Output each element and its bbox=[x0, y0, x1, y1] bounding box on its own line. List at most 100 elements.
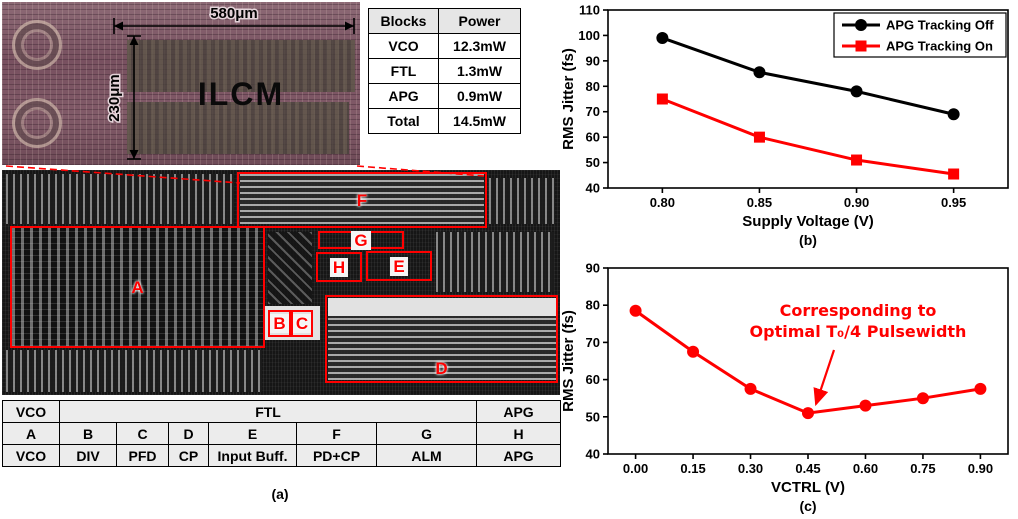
y-tick-label: 100 bbox=[578, 28, 600, 43]
x-tick-label: 0.90 bbox=[968, 461, 993, 476]
region-box-b: B bbox=[268, 310, 291, 337]
table-cell: H bbox=[476, 422, 562, 445]
region-label: D bbox=[435, 359, 448, 378]
table-cell: E bbox=[208, 422, 297, 445]
y-tick-label: 50 bbox=[586, 155, 600, 170]
x-tick-label: 0.80 bbox=[650, 195, 675, 210]
height-dimension-label: 230μm bbox=[106, 74, 123, 122]
die-photo-main: A B C D E F G H bbox=[2, 170, 560, 395]
x-tick-label: 0.45 bbox=[795, 461, 820, 476]
x-tick-label: 0.85 bbox=[747, 195, 772, 210]
table-cell: APG bbox=[476, 400, 562, 423]
data-marker bbox=[629, 304, 642, 317]
table-cell: D bbox=[168, 422, 209, 445]
table-cell: PD+CP bbox=[296, 444, 377, 467]
legend-marker bbox=[855, 40, 867, 52]
table-cell: CP bbox=[168, 444, 209, 467]
table-cell: VCO bbox=[2, 400, 60, 423]
table-cell: 14.5mW bbox=[438, 108, 521, 134]
chart-annotation-text: Corresponding to bbox=[780, 301, 937, 320]
y-tick-label: 90 bbox=[586, 261, 600, 276]
data-marker bbox=[916, 392, 929, 405]
width-dimension-label: 580μm bbox=[210, 5, 258, 22]
panel-label: (b) bbox=[799, 232, 817, 248]
series-line bbox=[661, 97, 954, 176]
legend-label: APG Tracking Off bbox=[886, 18, 994, 33]
y-tick-label: 110 bbox=[579, 3, 600, 18]
die-texture bbox=[268, 232, 312, 304]
region-label: H bbox=[329, 257, 349, 277]
table-cell: A bbox=[2, 422, 60, 445]
y-tick-label: 70 bbox=[586, 104, 600, 119]
y-tick-label: 70 bbox=[586, 335, 600, 350]
x-tick-label: 0.95 bbox=[941, 195, 966, 210]
region-box-e: E bbox=[366, 251, 432, 281]
region-box-c: C bbox=[291, 310, 313, 337]
dimension-arrows bbox=[113, 18, 355, 160]
x-tick-label: 0.00 bbox=[623, 461, 648, 476]
inductor-structure bbox=[12, 20, 62, 70]
panel-label: (c) bbox=[799, 498, 816, 514]
region-box-d: D bbox=[325, 295, 558, 383]
table-cell: DIV bbox=[59, 444, 117, 467]
panel-a-label: (a) bbox=[271, 486, 289, 502]
data-marker bbox=[948, 168, 960, 180]
y-tick-label: 80 bbox=[586, 79, 600, 94]
legend-label: APG Tracking On bbox=[886, 39, 993, 54]
block-mapping-table: VCO FTL APG A B C D E F G H VCO DIV PFD … bbox=[2, 400, 562, 467]
data-marker bbox=[687, 345, 700, 358]
die-texture bbox=[489, 178, 555, 224]
dimension-annotations: 580μm 230μm bbox=[105, 4, 355, 160]
chart-annotation-text: Optimal T₀/4 Pulsewidth bbox=[750, 322, 967, 341]
y-tick-label: 40 bbox=[586, 447, 600, 462]
x-tick-label: 0.75 bbox=[910, 461, 935, 476]
y-tick-label: 90 bbox=[586, 53, 600, 68]
table-cell: C bbox=[116, 422, 169, 445]
table-cell: APG bbox=[476, 444, 562, 467]
data-marker bbox=[859, 399, 872, 412]
y-tick-label: 40 bbox=[586, 181, 600, 196]
y-tick-label: 60 bbox=[586, 372, 600, 387]
table-cell: PFD bbox=[116, 444, 169, 467]
data-marker bbox=[947, 108, 960, 121]
x-axis-label: VCTRL (V) bbox=[771, 479, 845, 496]
die-texture bbox=[127, 102, 349, 154]
table-cell: 1.3mW bbox=[438, 58, 521, 84]
plot-frame bbox=[607, 267, 1009, 455]
power-table: Blocks Power VCO 12.3mW FTL 1.3mW APG 0.… bbox=[368, 8, 521, 134]
region-label: E bbox=[390, 256, 408, 276]
table-cell: VCO bbox=[368, 33, 439, 59]
table-cell: Input Buff. bbox=[208, 444, 297, 467]
region-box-h: H bbox=[316, 252, 362, 282]
table-cell: FTL bbox=[58, 400, 478, 423]
x-tick-label: 0.60 bbox=[853, 461, 878, 476]
table-cell: 12.3mW bbox=[438, 33, 521, 59]
power-table-header: Blocks bbox=[368, 8, 439, 34]
die-photo-ilcm: ILCM 580μm 230μm bbox=[2, 2, 360, 165]
annotation-arrow bbox=[813, 349, 836, 407]
data-marker bbox=[656, 31, 669, 44]
data-marker bbox=[974, 382, 987, 395]
table-cell: VCO bbox=[2, 444, 60, 467]
die-texture bbox=[6, 174, 234, 224]
die-texture bbox=[6, 350, 262, 392]
region-box-a: A bbox=[10, 226, 265, 348]
y-tick-label: 80 bbox=[586, 298, 600, 313]
data-marker bbox=[744, 382, 757, 395]
x-tick-label: 0.15 bbox=[680, 461, 705, 476]
table-cell: Total bbox=[368, 108, 439, 134]
table-cell: ALM bbox=[375, 444, 478, 467]
table-cell: G bbox=[375, 422, 478, 445]
region-label: F bbox=[356, 190, 368, 210]
y-axis-label: RMS Jitter (fs) bbox=[560, 48, 577, 150]
table-cell: F bbox=[296, 422, 377, 445]
region-label: B bbox=[270, 314, 289, 333]
series-line bbox=[661, 36, 954, 116]
x-axis-label: Supply Voltage (V) bbox=[742, 213, 873, 230]
region-box-f: F bbox=[237, 172, 487, 228]
die-texture bbox=[127, 40, 355, 92]
region-label: A bbox=[131, 277, 144, 297]
